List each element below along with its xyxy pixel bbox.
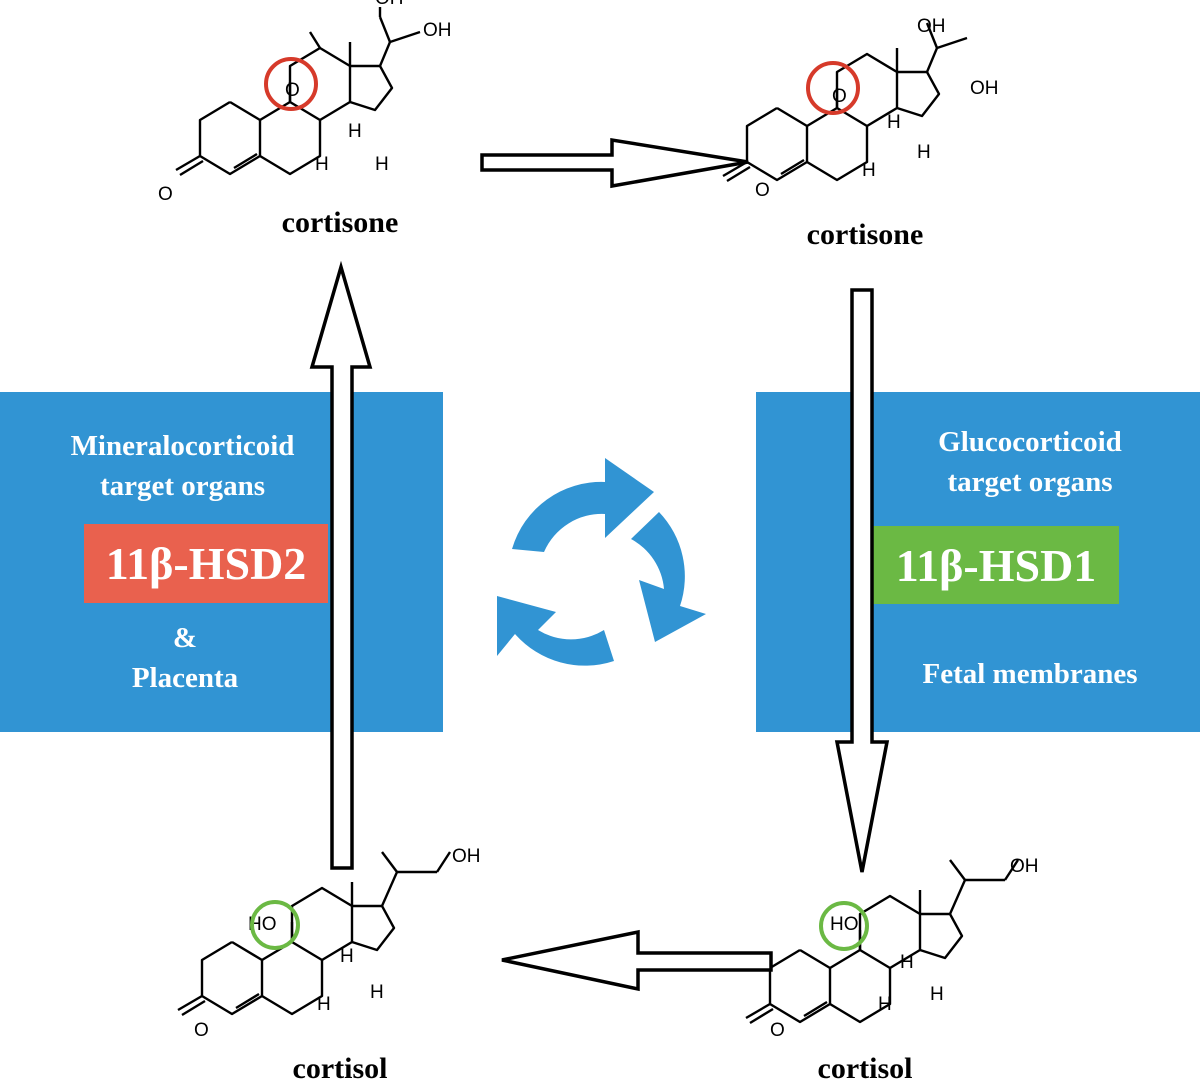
cortisol-structure-bottom-right: HO OH H H H O <box>744 856 1039 1041</box>
caption-bottom-left: cortisol <box>292 1052 388 1085</box>
caption-top-left: cortisone <box>281 206 399 239</box>
c9-hydrogen-label: H <box>317 994 331 1015</box>
c9-hydrogen-label: H <box>315 154 329 175</box>
right-panel-tissue: Fetal membranes <box>922 658 1138 690</box>
c11-hydroxyl-label: HO <box>248 914 277 935</box>
hydroxyl-marker-circle <box>819 901 869 951</box>
c14-hydrogen-label: H <box>375 154 389 175</box>
c21-hydroxyl-label: OH <box>917 16 946 37</box>
c3-oxygen-label: O <box>755 180 770 201</box>
c21-hydroxyl-label: OH <box>452 846 481 867</box>
caption-bottom-right: cortisol <box>817 1052 913 1085</box>
c8-hydrogen-label: H <box>887 112 901 133</box>
arrow-bottom-left <box>501 929 773 992</box>
c14-hydrogen-label: H <box>370 982 384 1003</box>
c11-oxygen-label: O <box>832 86 847 107</box>
c14-hydrogen-label: H <box>917 142 931 163</box>
c8-hydrogen-label: H <box>340 946 354 967</box>
c14-hydrogen-label: H <box>930 984 944 1005</box>
left-panel-heading-line1: Mineralocorticoid <box>70 430 295 462</box>
caption-top-right: cortisone <box>806 218 924 251</box>
left-panel-heading-line2: target organs <box>99 470 266 502</box>
hsd2-badge: 11β-HSD2 <box>84 524 328 603</box>
c11-oxygen-label: O <box>285 80 300 101</box>
c8-hydrogen-label: H <box>348 121 362 142</box>
c21-hydroxyl-label: OH <box>1010 856 1039 877</box>
keto-marker-circle <box>806 61 860 115</box>
c11-hydroxyl-label: HO <box>830 914 859 935</box>
hsd1-badge: 11β-HSD1 <box>873 526 1119 604</box>
arrow-down-right <box>834 288 890 873</box>
arrow-top-right <box>480 137 749 189</box>
hydroxyl-marker-circle <box>250 900 300 950</box>
c9-hydrogen-label: H <box>878 994 892 1015</box>
left-panel-tissue: Placenta <box>131 662 239 694</box>
c9-hydrogen-label: H <box>862 160 876 181</box>
c8-hydrogen-label: H <box>900 952 914 973</box>
arrow-up-left <box>309 260 373 870</box>
c3-oxygen-label: O <box>194 1020 209 1041</box>
c3-oxygen-label: O <box>770 1020 785 1041</box>
cortisone-structure-top-right: O OH OH H H H O <box>721 16 999 201</box>
cortisol-structure-bottom-left: HO OH H H H O <box>176 846 481 1041</box>
c21-hydroxyl-label: OH <box>375 0 404 9</box>
cortisone-structure-top-left: O OH OH H H H O <box>158 0 452 205</box>
right-panel-heading-line2: target organs <box>947 466 1113 498</box>
c3-oxygen-label: O <box>158 184 173 205</box>
left-panel-ampersand: & <box>172 622 198 654</box>
cycle-arrows-icon <box>497 458 706 666</box>
right-panel-heading-line1: Glucocorticoid <box>938 426 1122 458</box>
keto-marker-circle <box>264 57 318 111</box>
c17-hydroxyl-label: OH <box>970 78 999 99</box>
c17-hydroxyl-label: OH <box>423 20 452 41</box>
